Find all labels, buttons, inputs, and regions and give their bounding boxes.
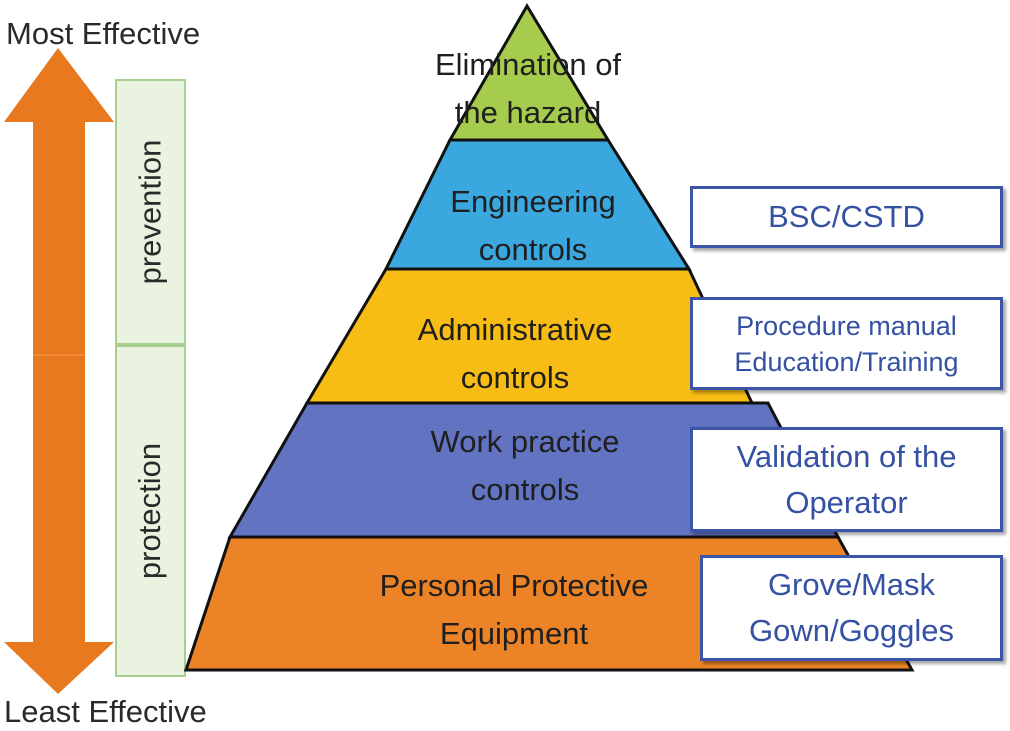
level-line-2: the hazard — [454, 95, 602, 130]
example-line-2: Education/Training — [734, 346, 959, 377]
level-elimination-text: Elimination of the hazard — [396, 41, 660, 137]
example-line-1: Grove/Mask — [767, 567, 936, 602]
example-box-ppe: Grove/Mask Gown/Goggles — [700, 555, 1003, 661]
level-line-2: controls — [470, 472, 580, 507]
prevention-label-wrap: prevention — [116, 80, 185, 344]
least-effective-label: Least Effective — [4, 694, 207, 729]
example-line-1: BSC/CSTD — [768, 199, 925, 234]
level-line-2: controls — [460, 360, 570, 395]
protection-bar — [115, 345, 186, 677]
example-box-administrative: Procedure manual Education/Training — [690, 297, 1003, 390]
double-arrow-icon — [4, 48, 114, 694]
level-line-1: Engineering — [450, 184, 616, 219]
level-line-1: Elimination of — [434, 47, 622, 82]
most-effective-label: Most Effective — [6, 16, 201, 51]
level-ppe-text: Personal Protective Equipment — [330, 562, 698, 658]
prevention-bar — [115, 79, 186, 345]
protection-label-wrap: protection — [116, 346, 185, 676]
level-line-1: Administrative — [417, 312, 613, 347]
example-line-2: Gown/Goggles — [748, 613, 955, 648]
level-work-practice-text: Work practice controls — [390, 418, 660, 514]
level-line-1: Work practice — [430, 424, 620, 459]
level-line-2: controls — [478, 232, 588, 267]
level-administrative-text: Administrative controls — [380, 306, 650, 402]
level-line-2: Equipment — [439, 616, 589, 651]
level-engineering-text: Engineering controls — [408, 178, 658, 274]
example-line-1: Procedure manual — [736, 310, 957, 341]
effectiveness-arrow — [4, 48, 114, 694]
protection-label: protection — [132, 442, 168, 580]
level-line-1: Personal Protective — [379, 568, 649, 603]
example-line-2: Operator — [785, 484, 908, 520]
example-box-engineering: BSC/CSTD — [690, 186, 1003, 248]
example-line-1: Validation of the — [736, 438, 957, 474]
example-box-work-practice: Validation of the Operator — [690, 427, 1003, 532]
prevention-label: prevention — [132, 139, 168, 285]
